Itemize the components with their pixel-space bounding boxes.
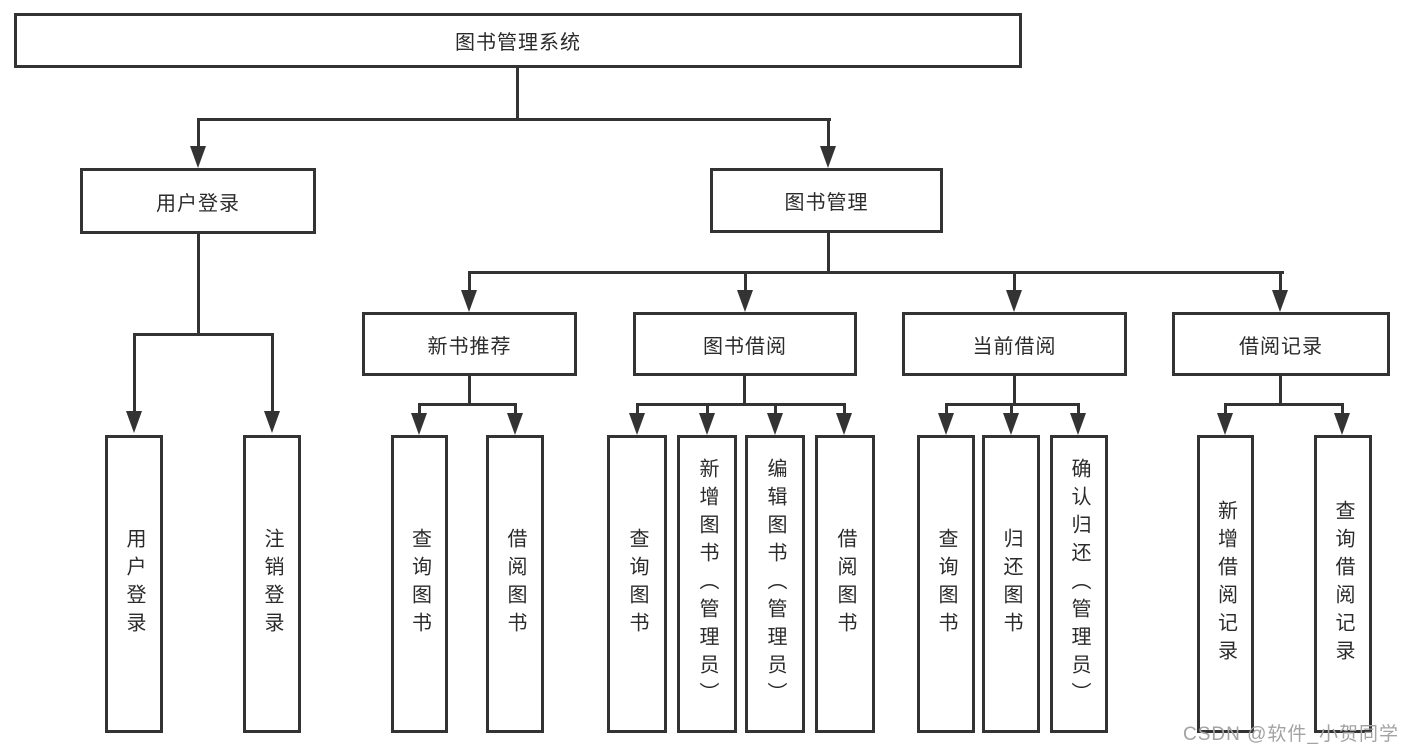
arrow-down-icon xyxy=(1217,413,1233,435)
arrow-down-icon xyxy=(938,413,954,435)
connector-line xyxy=(636,403,846,406)
connector-line xyxy=(197,233,200,335)
node-book-management-group: 图书管理 xyxy=(710,168,943,233)
node-label: 图书管理 xyxy=(784,192,869,214)
connector-line xyxy=(1279,271,1282,292)
leaf-label: 确认归还（管理员） xyxy=(1068,458,1090,710)
leaf-confirm-return-admin: 确认归还（管理员） xyxy=(1050,435,1108,733)
connector-line xyxy=(468,271,471,292)
leaf-label: 编辑图书（管理员） xyxy=(764,458,786,710)
connector-line xyxy=(197,118,831,121)
node-label: 当前借阅 xyxy=(972,335,1057,358)
leaf-edit-books-admin: 编辑图书（管理员） xyxy=(745,435,805,733)
leaf-label: 查询图书 xyxy=(626,528,648,640)
node-library-management-system: 图书管理系统 xyxy=(14,13,1022,68)
leaf-label: 查询借阅记录 xyxy=(1332,500,1354,668)
arrow-down-icon xyxy=(411,413,427,435)
node-label: 新书推荐 xyxy=(427,335,512,358)
leaf-label: 借阅图书 xyxy=(504,528,526,640)
connector-line xyxy=(636,403,639,415)
connector-line xyxy=(133,333,274,336)
arrow-down-icon xyxy=(461,290,477,312)
arrow-down-icon xyxy=(767,413,783,435)
arrow-down-icon xyxy=(699,413,715,435)
arrow-down-icon xyxy=(1006,290,1022,312)
node-label: 用户登录 xyxy=(156,192,240,215)
node-label: 借阅记录 xyxy=(1239,335,1323,358)
arrow-down-icon xyxy=(126,411,142,433)
connector-line xyxy=(197,118,200,148)
connector-line xyxy=(706,403,709,415)
connector-line xyxy=(1077,403,1080,415)
leaf-user-login: 用户登录 xyxy=(105,435,163,733)
leaf-label: 查询图书 xyxy=(408,528,431,640)
arrow-down-icon xyxy=(1003,413,1019,435)
connector-line xyxy=(1341,403,1344,415)
connector-line xyxy=(516,68,519,120)
arrow-down-icon xyxy=(1334,413,1350,435)
leaf-label: 新增图书（管理员） xyxy=(696,458,718,710)
arrow-down-icon xyxy=(1070,413,1086,435)
connector-line xyxy=(468,376,471,405)
leaf-label: 注销登录 xyxy=(261,528,283,640)
connector-line xyxy=(1013,271,1016,292)
leaf-label: 新增借阅记录 xyxy=(1214,500,1237,668)
connector-line xyxy=(1279,376,1282,405)
connector-line xyxy=(1224,403,1227,415)
leaf-borrow-books-recommend: 借阅图书 xyxy=(486,435,544,733)
leaf-label: 用户登录 xyxy=(123,528,145,640)
leaf-label: 查询图书 xyxy=(935,528,957,640)
node-borrow-records: 借阅记录 xyxy=(1172,312,1390,376)
arrow-down-icon xyxy=(629,413,645,435)
leaf-borrow-books: 借阅图书 xyxy=(815,435,875,733)
leaf-add-books-admin: 新增图书（管理员） xyxy=(677,435,737,733)
connector-line xyxy=(744,271,747,292)
node-book-borrow: 图书借阅 xyxy=(633,312,857,376)
arrow-down-icon xyxy=(190,146,206,168)
leaf-label: 归还图书 xyxy=(1000,528,1022,640)
connector-line xyxy=(774,403,777,415)
csdn-watermark: CSDN @软件_小贺同学 xyxy=(1183,724,1399,745)
leaf-label: 借阅图书 xyxy=(834,528,856,640)
leaf-add-borrow-record: 新增借阅记录 xyxy=(1197,435,1254,733)
connector-line xyxy=(514,403,517,415)
arrow-down-icon xyxy=(737,290,753,312)
connector-line xyxy=(945,403,948,415)
leaf-query-borrow-record: 查询借阅记录 xyxy=(1314,435,1372,733)
connector-line xyxy=(418,403,517,406)
connector-line xyxy=(468,271,1284,274)
leaf-query-books-current: 查询图书 xyxy=(917,435,975,733)
arrow-down-icon xyxy=(1272,290,1288,312)
connector-line xyxy=(133,333,136,413)
connector-line xyxy=(1224,403,1344,406)
leaf-logout: 注销登录 xyxy=(243,435,301,733)
connector-line xyxy=(418,403,421,415)
connector-line xyxy=(743,376,746,405)
connector-line xyxy=(843,403,846,415)
connector-line xyxy=(1010,403,1013,415)
leaf-return-books: 归还图书 xyxy=(982,435,1040,733)
node-label: 图书借阅 xyxy=(703,335,787,358)
arrow-down-icon xyxy=(264,411,280,433)
connector-line xyxy=(827,233,830,273)
node-current-borrow: 当前借阅 xyxy=(902,312,1127,376)
node-label: 图书管理系统 xyxy=(455,32,581,54)
connector-line xyxy=(271,333,274,413)
arrow-down-icon xyxy=(836,413,852,435)
arrow-down-icon xyxy=(507,413,523,435)
leaf-query-books-recommend: 查询图书 xyxy=(391,435,448,733)
connector-line xyxy=(827,118,830,148)
arrow-down-icon xyxy=(820,146,836,168)
connector-line xyxy=(1013,376,1016,405)
node-user-login-group: 用户登录 xyxy=(80,168,316,234)
leaf-query-books-borrow: 查询图书 xyxy=(607,435,667,733)
node-new-book-recommend: 新书推荐 xyxy=(362,312,577,376)
